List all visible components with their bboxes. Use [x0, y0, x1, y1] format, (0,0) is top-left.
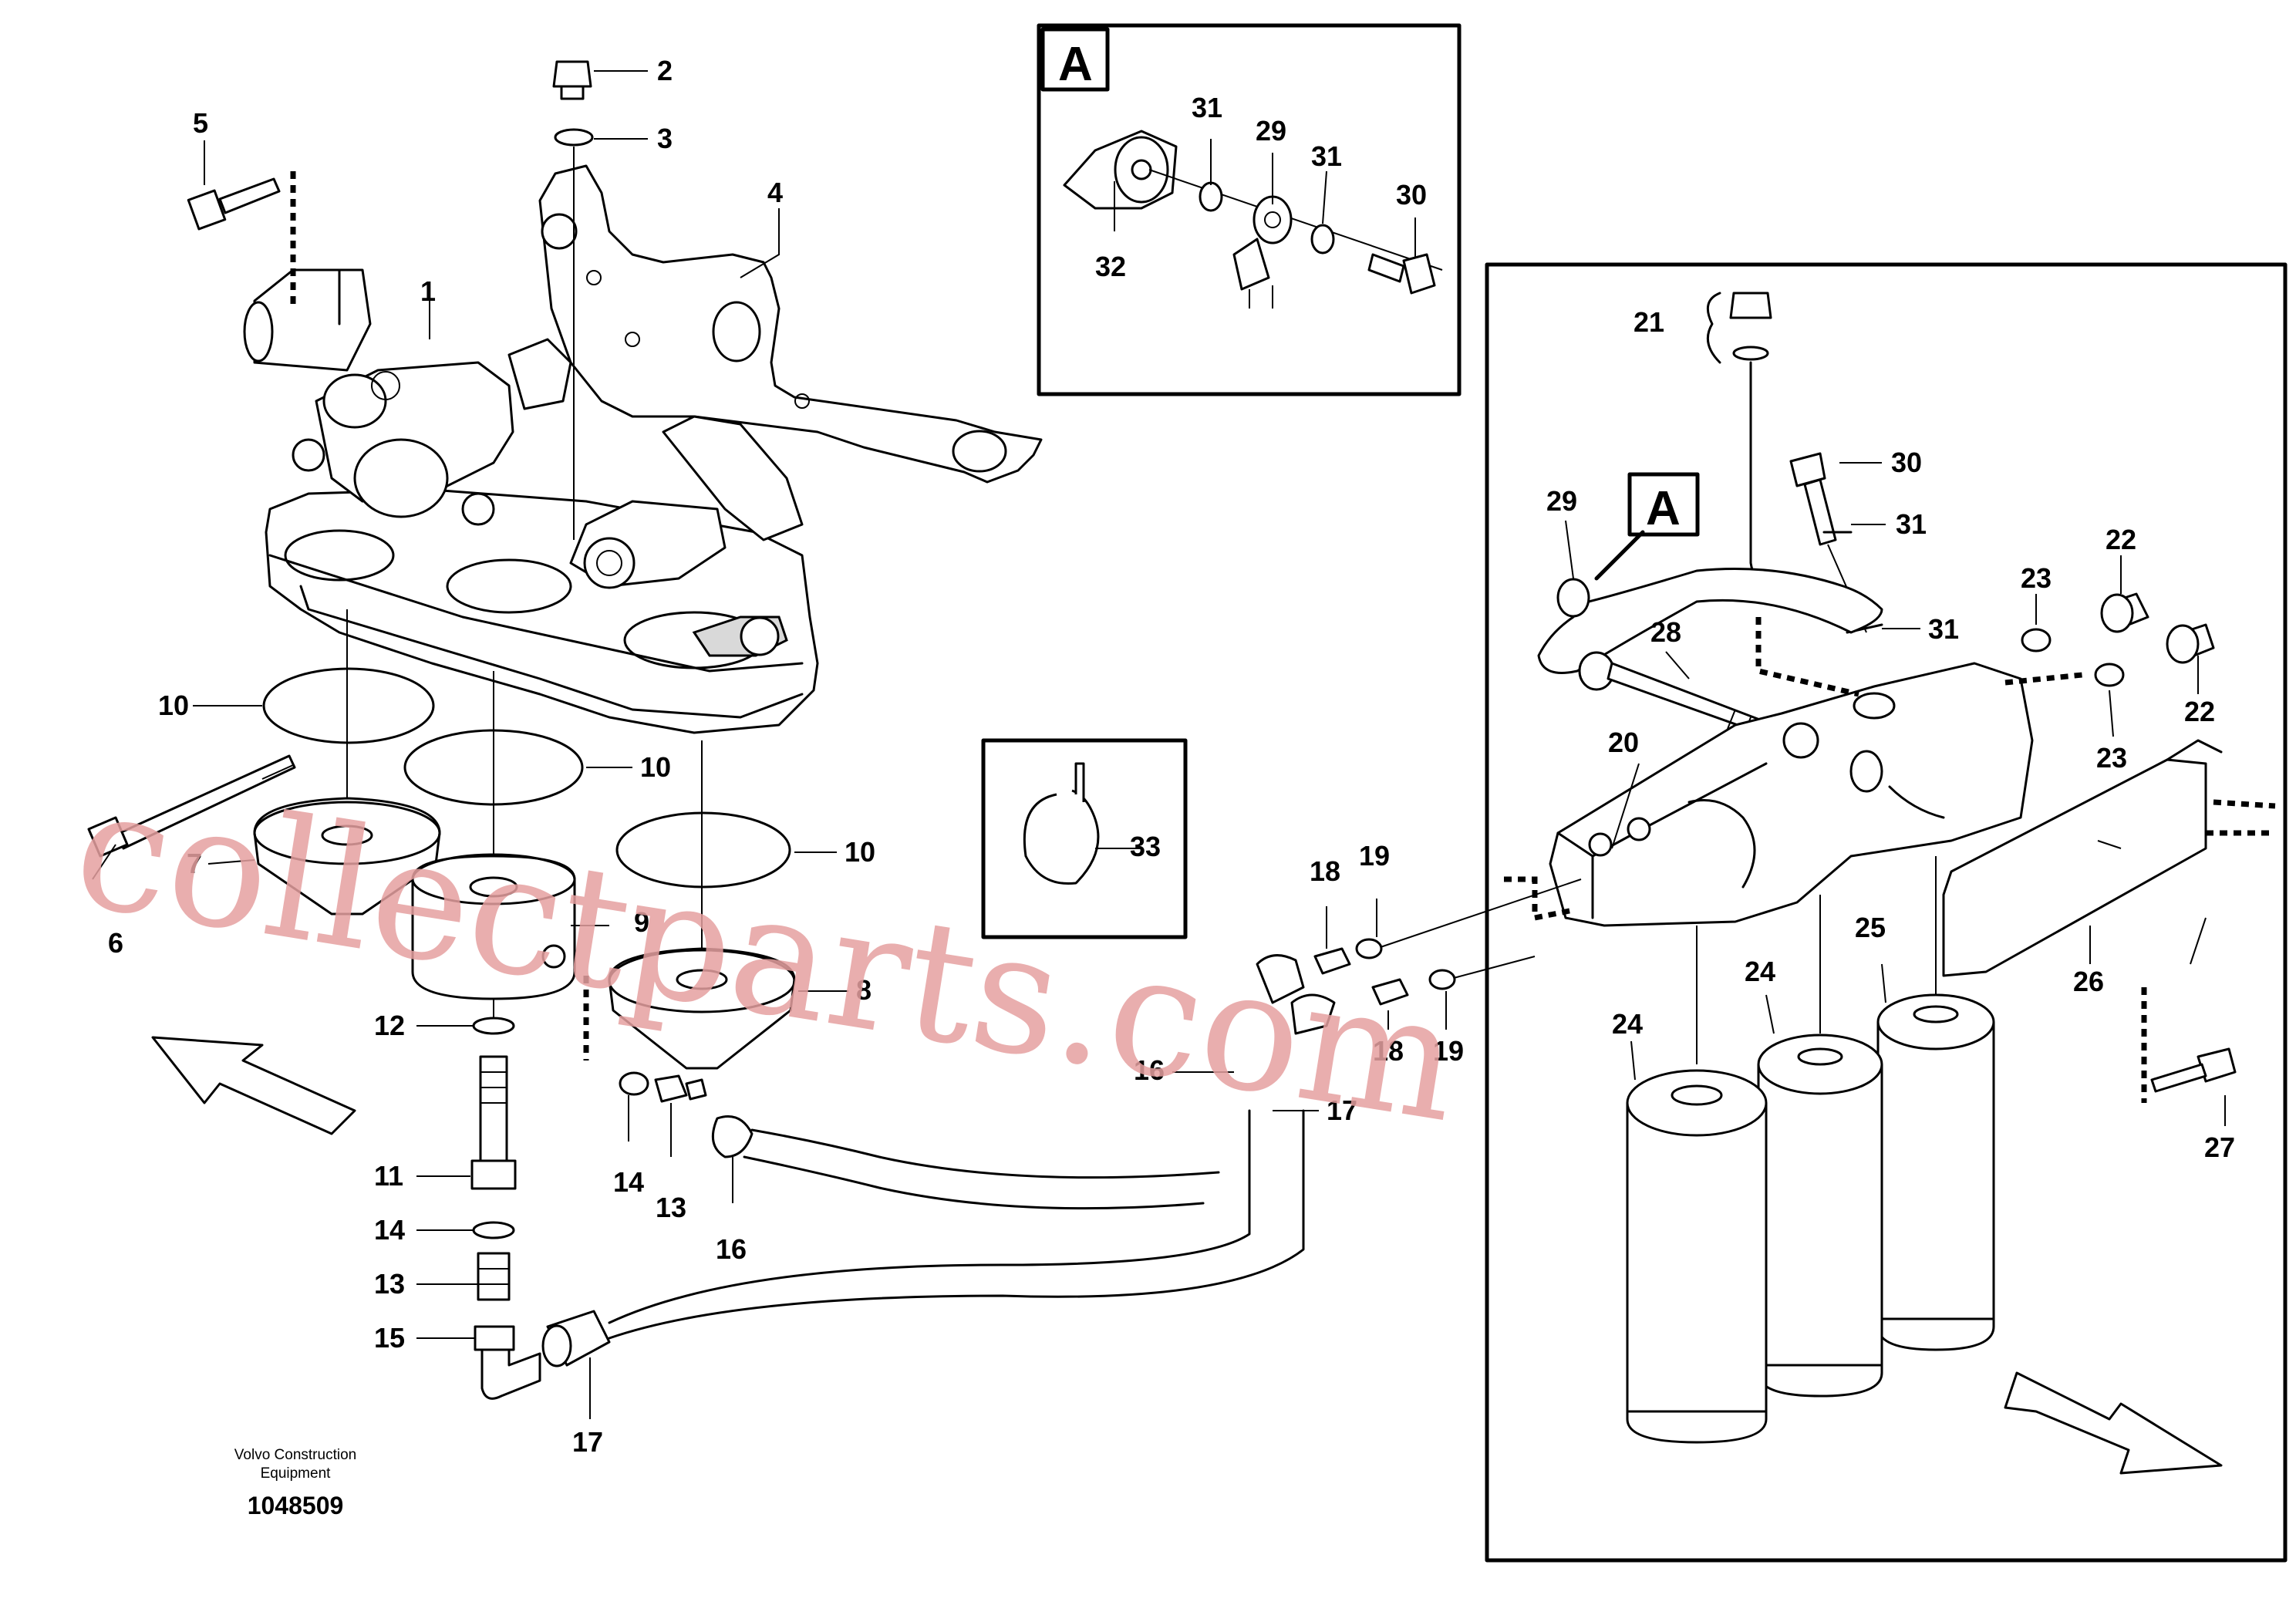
callout-31-b: 31 [1311, 140, 1342, 172]
callout-13-a: 13 [374, 1268, 405, 1300]
callout-12: 12 [374, 1010, 405, 1041]
callout-17-b: 17 [1327, 1094, 1357, 1126]
inset-letter: A [1058, 38, 1093, 91]
gasket [538, 164, 1043, 484]
callout-10-c: 10 [845, 836, 875, 868]
callout-29-a: 29 [1256, 115, 1286, 147]
callout-19-b: 19 [1433, 1035, 1464, 1067]
right-assembly [1256, 262, 2288, 1563]
callout-7: 7 [187, 848, 202, 879]
footer-company-line2: Equipment [261, 1465, 332, 1482]
cable-tie-inset [981, 738, 1188, 939]
callout-18-a: 18 [1310, 855, 1340, 887]
bolt [187, 177, 281, 231]
callout-18-b: 18 [1373, 1035, 1404, 1067]
callout-21: 21 [1633, 306, 1664, 338]
detail-inset-a [1037, 23, 1462, 396]
callout-30-a: 30 [1396, 179, 1427, 211]
filter-housing [265, 488, 819, 734]
callout-26: 26 [2073, 966, 2104, 997]
callout-16-a: 16 [716, 1233, 747, 1265]
callout-31-a: 31 [1192, 92, 1222, 123]
left-assembly [87, 60, 1305, 1400]
callout-1: 1 [420, 275, 436, 307]
callout-labels: 1 2 3 4 5 6 7 8 9 10 10 10 11 12 13 13 1… [108, 38, 2235, 1458]
leader-lines [92, 70, 2226, 1419]
footer-company-line1: Volvo Construction [234, 1447, 356, 1463]
callout-5: 5 [193, 107, 208, 139]
callout-32: 32 [1095, 251, 1126, 282]
callout-4: 4 [767, 177, 783, 208]
callout-16-b: 16 [1134, 1054, 1165, 1086]
callout-11: 11 [374, 1160, 403, 1192]
callout-19-a: 19 [1359, 840, 1390, 872]
callout-29-b: 29 [1546, 485, 1577, 517]
callout-31-c: 31 [1896, 508, 1927, 540]
callout-24-b: 24 [1745, 956, 1775, 987]
callout-2: 2 [657, 55, 673, 86]
callout-14-b: 14 [613, 1166, 644, 1198]
callout-27: 27 [2204, 1131, 2235, 1163]
filter-head [1549, 662, 2034, 927]
callout-9: 9 [634, 906, 649, 938]
callout-31-d: 31 [1928, 613, 1959, 645]
callout-14-a: 14 [374, 1214, 405, 1246]
callout-25: 25 [1855, 912, 1886, 943]
callout-28: 28 [1650, 616, 1681, 648]
callout-8: 8 [856, 974, 872, 1006]
callout-22-b: 22 [2184, 696, 2215, 727]
callout-10-b: 10 [640, 751, 671, 783]
callout-6: 6 [108, 927, 123, 959]
callout-10-a: 10 [158, 690, 189, 721]
callout-23-a: 23 [2021, 562, 2052, 594]
callout-15: 15 [374, 1322, 405, 1354]
footer-drawing-number: 1048509 [248, 1492, 344, 1519]
callout-20: 20 [1608, 727, 1639, 758]
callout-23-b: 23 [2096, 742, 2127, 774]
callout-22-a: 22 [2106, 524, 2136, 555]
callout-30-b: 30 [1891, 447, 1922, 478]
callout-24-a: 24 [1612, 1008, 1643, 1040]
footer: Volvo Construction Equipment 1048509 [234, 1447, 356, 1519]
oil-filter [1876, 993, 1995, 1351]
callout-33: 33 [1130, 831, 1161, 862]
reference-letter: A [1646, 482, 1681, 535]
callout-13-b: 13 [656, 1192, 686, 1223]
callout-17-a: 17 [572, 1426, 603, 1458]
callout-3: 3 [657, 123, 673, 154]
